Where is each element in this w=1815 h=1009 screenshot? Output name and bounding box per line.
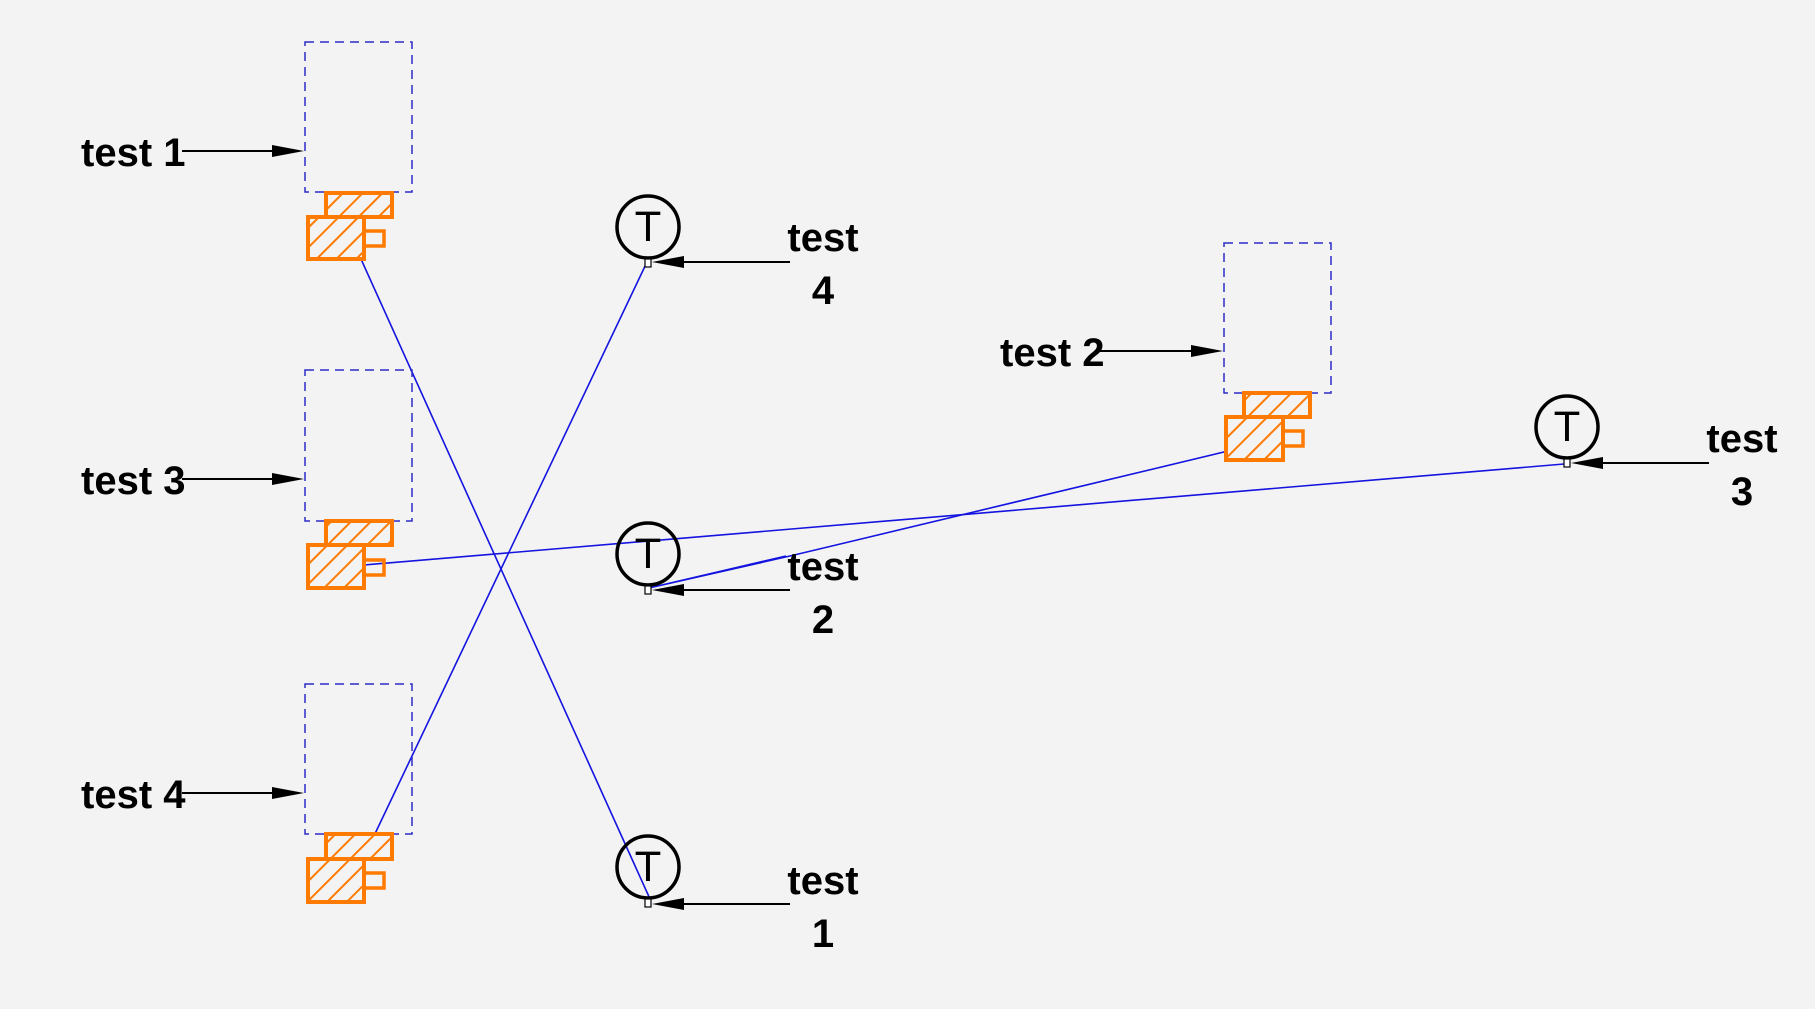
arrowhead [1571,457,1603,469]
label-test2-num: 2 [812,598,834,642]
terminal-pin [644,585,652,595]
arrowhead [272,473,304,485]
label-test2: test 2 [1000,331,1105,375]
device-tab [362,871,386,890]
device-test2[interactable]: test 2 [1000,242,1332,462]
dashed-outline-test3 [304,369,413,522]
terminal-circle [615,521,681,587]
device-body-top [324,519,394,547]
device-body-top [324,191,394,219]
arrowhead [272,787,304,799]
device-body-top [1242,391,1312,419]
wire-test1[interactable] [355,247,651,900]
label-test1: test 1 [81,131,186,175]
terminal-circle [1534,394,1600,460]
device-tab [362,558,386,577]
label-test1-word: test [787,859,858,903]
device-tab [1281,429,1305,448]
label-test3: test 3 [81,459,186,503]
label-test4-num: 4 [812,269,835,313]
arrowhead [1191,345,1223,357]
device-body-main [306,543,366,590]
device-body-main [306,215,366,261]
terminal-circle [615,194,681,260]
terminal-test2[interactable]: T test 2 [615,521,859,642]
arrowhead [652,584,684,596]
terminal-symbol: T [1554,405,1580,451]
terminal-symbol: T [635,532,661,578]
terminal-test3[interactable]: T test 3 [1534,394,1778,514]
device-body-main [1224,415,1285,462]
device-test3[interactable]: test 3 [81,369,413,590]
device-body-main [306,857,366,904]
label-test3-word: test [1706,417,1777,461]
terminal-pin [644,898,652,908]
terminal-pin [1563,458,1571,468]
dashed-outline-test1 [304,41,413,193]
terminal-circle [615,834,681,900]
terminal-pin [644,258,652,268]
label-test4: test 4 [81,773,186,817]
terminal-symbol: T [635,845,661,891]
dashed-outline-test2 [1223,242,1332,394]
arrowhead [272,145,304,157]
dashed-outline-test4 [304,683,413,835]
terminal-test1[interactable]: T test 1 [615,834,859,956]
device-tab [362,229,386,248]
device-body-top [324,832,394,861]
device-test4[interactable]: test 4 [81,683,413,904]
label-test4-word: test [787,216,858,260]
label-test2-word: test [787,545,858,589]
wire-test4[interactable] [352,261,648,881]
arrowhead [652,256,684,268]
terminal-test4[interactable]: T test 4 [615,194,859,313]
terminal-symbol: T [635,205,661,251]
arrowhead [652,898,684,910]
device-test1[interactable]: test 1 [81,41,413,261]
wire-test2[interactable] [648,439,1275,589]
label-test1-num: 1 [812,912,834,956]
label-test3-num: 3 [1731,470,1753,514]
